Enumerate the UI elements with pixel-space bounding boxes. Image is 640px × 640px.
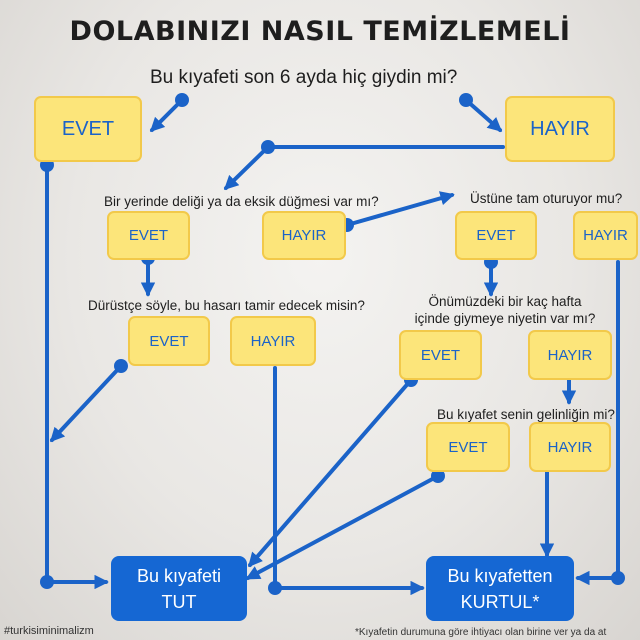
- arrow-q4-yes-to-keep-line: [50, 364, 123, 443]
- question-plan-line-1: Önümüzdeki bir kaç hafta: [428, 294, 582, 309]
- page-title: DOLABINIZI NASIL TEMİZLEMELİ: [69, 16, 571, 47]
- question-plan-to-wear-soon: Önümüzdeki bir kaç hafta içinde giymeye …: [400, 293, 610, 327]
- result-keep-line-1: Bu kıyafeti: [136, 565, 222, 586]
- question-plan-line-2: içinde giymeye niyetin var mı?: [414, 311, 596, 326]
- result-keep-line-2: TUT: [161, 591, 197, 612]
- question-wedding-dress: Bu kıyafet senin gelinliğin mi?: [437, 407, 615, 422]
- result-keep: Bu kıyafeti TUT: [111, 556, 247, 621]
- result-discard: Bu kıyafetten KURTUL*: [426, 556, 574, 621]
- q1-no-box: HAYIR: [505, 96, 615, 162]
- q6-no-box: HAYIR: [529, 422, 611, 472]
- q1-yes-box: EVET: [34, 96, 142, 162]
- q3-yes-box: EVET: [455, 211, 537, 260]
- q2-no-box: HAYIR: [262, 211, 346, 260]
- q2-yes-box: EVET: [107, 211, 190, 260]
- arrow-q4-no-to-discard: [273, 366, 425, 596]
- question-worn-in-6-months: Bu kıyafeti son 6 ayda hiç giydin mi?: [150, 67, 458, 88]
- footnote: *Kıyafetin durumuna göre ihtiyacı olan b…: [355, 627, 607, 638]
- q4-yes-box: EVET: [128, 316, 210, 366]
- question-has-hole-or-missing-button: Bir yerinde deliği ya da eksik düğmesi v…: [104, 194, 379, 209]
- question-fits-well: Üstüne tam oturuyor mu?: [470, 191, 623, 206]
- arrow-q1-to-yes: [149, 98, 184, 133]
- question-will-you-repair: Dürüstçe söyle, bu hasarı tamir edecek m…: [88, 298, 365, 313]
- arrow-q5-yes-to-keep: [248, 378, 413, 568]
- q6-yes-box: EVET: [426, 422, 510, 472]
- result-discard-line-1: Bu kıyafetten: [447, 565, 553, 586]
- arrow-q2-no-to-q3: [345, 191, 455, 227]
- result-discard-line-2: KURTUL*: [460, 591, 540, 612]
- arrow-yes-to-keep: [45, 163, 109, 590]
- q5-no-box: HAYIR: [528, 330, 612, 380]
- q5-yes-box: EVET: [399, 330, 482, 380]
- arrow-q1-to-no: [464, 98, 503, 132]
- q3-no-box: HAYIR: [573, 211, 638, 260]
- arrow-q6-yes-to-keep: [245, 474, 440, 580]
- q4-no-box: HAYIR: [230, 316, 316, 366]
- hashtag-label: #turkisiminimalizm: [4, 625, 94, 637]
